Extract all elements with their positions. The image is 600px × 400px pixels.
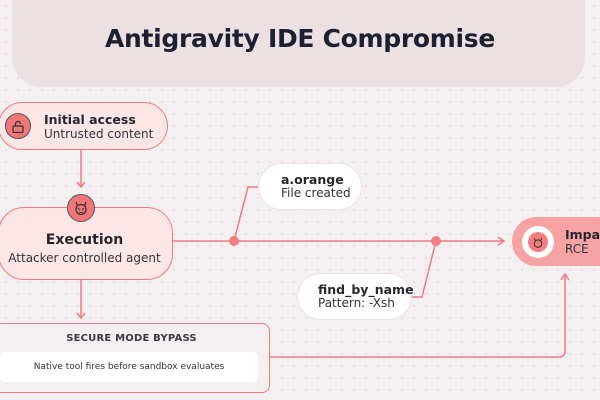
node-subtitle: Pattern: -Xsh <box>318 296 395 310</box>
node-title: a.orange <box>281 172 344 187</box>
node-subtitle: File created <box>281 186 351 200</box>
devil-icon <box>522 226 554 258</box>
node-title: Initial access <box>44 112 136 127</box>
secure-mode-bypass-box: SECURE MODE BYPASS Native tool fires bef… <box>0 323 270 393</box>
node-subtitle: RCE <box>565 242 589 256</box>
node-find-by-name: find_by_name Pattern: -Xsh <box>297 273 414 320</box>
node-title: Execution <box>45 232 124 248</box>
devil-icon <box>67 194 95 222</box>
node-subtitle: Untrusted content <box>44 127 154 141</box>
node-subtitle: Attacker controlled agent <box>8 251 161 265</box>
junction-dot <box>229 236 239 246</box>
bypass-title: SECURE MODE BYPASS <box>66 333 197 344</box>
node-initial-access: Initial access Untrusted content <box>0 102 168 150</box>
node-impact: Impact RCE <box>512 217 600 266</box>
junction-dot <box>431 236 441 246</box>
arrow-bypass-impact <box>270 275 566 358</box>
branch-file <box>233 186 258 242</box>
bypass-detail: Native tool fires before sandbox evaluat… <box>0 352 258 382</box>
title-banner <box>12 0 585 87</box>
unlock-icon <box>5 113 31 139</box>
node-title: Impact <box>565 227 600 242</box>
node-title: find_by_name <box>318 282 414 297</box>
branch-find <box>412 240 437 298</box>
node-file-created: a.orange File created <box>258 163 362 210</box>
page-title: Antigravity IDE Compromise <box>104 24 496 53</box>
